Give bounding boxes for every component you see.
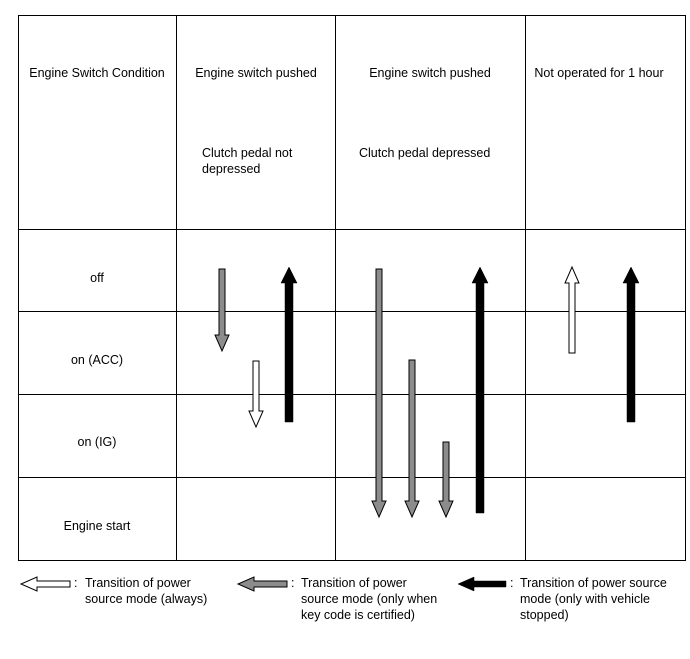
row-label-engine-start: Engine start: [64, 519, 131, 533]
legend-black-line1: Transition of power source: [520, 576, 667, 590]
transition-arrow-black-7: [471, 266, 489, 514]
header-col1-note-line2: depressed: [202, 162, 260, 176]
transition-arrow-black-2: [280, 266, 298, 423]
transition-arrow-gray-5: [404, 359, 420, 519]
legend-white-arrow-icon: [19, 576, 71, 592]
row-label-off: off: [90, 271, 104, 285]
legend-black-line2: mode (only with vehicle: [520, 592, 650, 606]
header-col2-title: Engine switch pushed: [369, 66, 491, 80]
legend-gray-line1: Transition of power: [301, 576, 407, 590]
transition-arrow-gray-4: [371, 268, 387, 519]
legend-colon-gray: :: [291, 576, 294, 590]
transition-arrow-white-8: [564, 265, 580, 354]
legend-white-line2: source mode (always): [85, 592, 207, 606]
transition-arrow-gray-6: [438, 441, 454, 519]
row-label-ig: on (IG): [78, 435, 117, 449]
legend-black-line3: stopped): [520, 608, 569, 622]
legend-gray-arrow-icon: [236, 576, 288, 592]
legend-icons: [19, 576, 507, 592]
header-col1-title: Engine switch pushed: [195, 66, 317, 80]
legend-gray-line2: source mode (only when: [301, 592, 437, 606]
header-col3-title: Not operated for 1 hour: [534, 66, 663, 80]
header-col1-note-line1: Clutch pedal not: [202, 146, 293, 160]
table-grid: [18, 15, 686, 561]
row-label-acc: on (ACC): [71, 353, 123, 367]
legend-colon-white: :: [74, 576, 77, 590]
transition-arrow-white-1: [248, 360, 264, 429]
header-col2-note: Clutch pedal depressed: [359, 146, 490, 160]
transition-arrows: [214, 265, 640, 519]
legend-colon-black: :: [510, 576, 513, 590]
table-border: [18, 15, 686, 561]
legend-white-line1: Transition of power: [85, 576, 191, 590]
legend-gray-line3: key code is certified): [301, 608, 415, 622]
legend: : Transition of power source mode (alway…: [19, 576, 667, 622]
header-condition: Engine Switch Condition: [29, 66, 165, 80]
transition-arrow-black-9: [622, 266, 640, 423]
legend-black-arrow-icon: [457, 576, 507, 592]
transition-arrow-gray-0: [214, 268, 230, 353]
